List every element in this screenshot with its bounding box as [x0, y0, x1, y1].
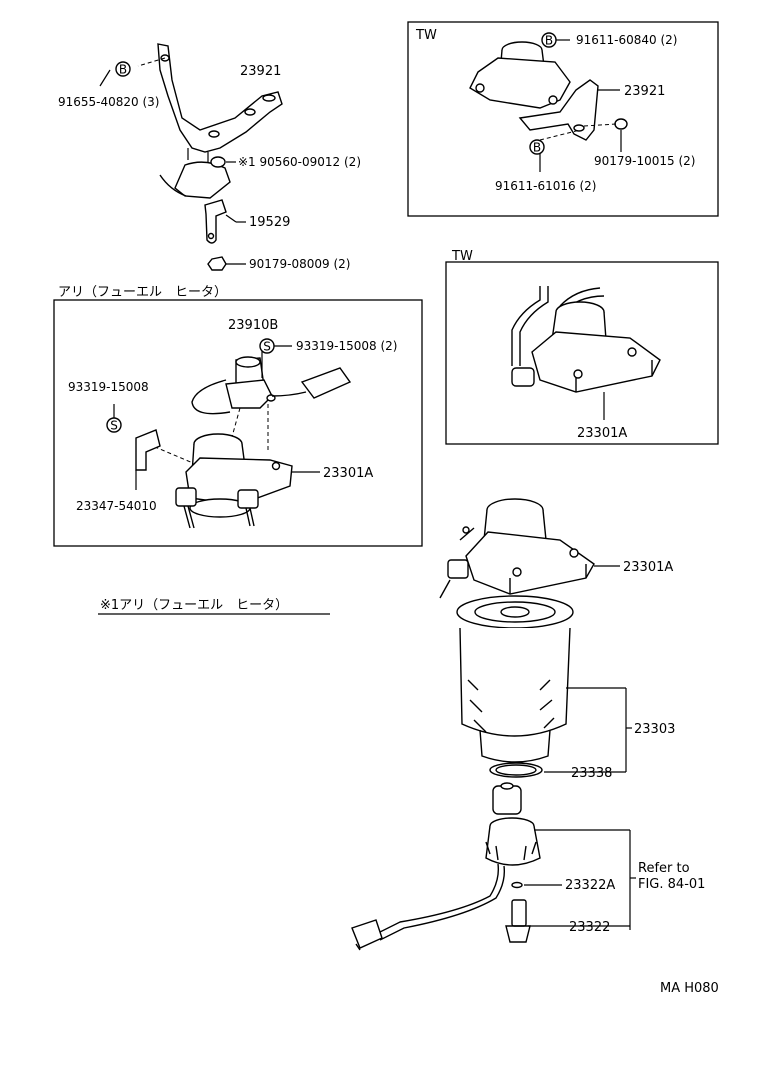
refer-fig-label: FIG. 84-01	[638, 877, 705, 892]
part-19529-label: 19529	[249, 215, 290, 230]
part-91655-label: 91655-40820 (3)	[58, 95, 160, 109]
heater-box: S S	[53, 299, 423, 547]
part-23303-label: 23303	[634, 722, 675, 737]
diagram-code-label: MA H080	[660, 981, 719, 996]
part-90179-10015-label: 90179-10015 (2)	[594, 154, 696, 168]
tw-box-1-label: TW	[415, 28, 437, 43]
part-93319-left-label: 93319-15008	[68, 380, 149, 394]
bolt-marker-tw-bottom: B	[533, 141, 541, 155]
part-91611-60840-label: 91611-60840 (2)	[576, 33, 678, 47]
part-90560-label: ※1 90560-09012 (2)	[238, 155, 361, 169]
part-23347-label: 23347-54010	[76, 499, 157, 513]
refer-to-label: Refer to	[638, 861, 690, 876]
tw-box-bracket: TW B B	[407, 21, 719, 217]
part-23322-label: 23322	[569, 920, 610, 935]
top-bracket-assembly	[137, 43, 283, 271]
screw-marker-left: S	[110, 419, 118, 433]
bolt-marker-tw-top: B	[545, 34, 553, 48]
main-filter-assembly	[351, 498, 595, 951]
part-23921-top-label: 23921	[240, 64, 281, 79]
screw-marker-right: S	[263, 340, 271, 354]
part-23301a-left-label: 23301A	[323, 466, 373, 481]
bolt-marker: B	[115, 61, 131, 77]
part-23322a-label: 23322A	[565, 878, 615, 893]
tw-box-filter-head: TW	[445, 249, 719, 445]
heater-box-heading: アリ（フューエル ヒータ）	[58, 285, 227, 300]
part-23301a-tw-label: 23301A	[577, 426, 627, 441]
part-23338-label: 23338	[571, 766, 612, 781]
note-1-heading: ※1アリ（フューエル ヒータ）	[100, 598, 288, 613]
svg-text:B: B	[119, 63, 127, 77]
part-93319-right-label: 93319-15008 (2)	[296, 339, 398, 353]
part-91611-61016-label: 91611-61016 (2)	[495, 179, 597, 193]
part-90179-08009-label: 90179-08009 (2)	[249, 257, 351, 271]
part-23921-tw-label: 23921	[624, 84, 665, 99]
tw-box-2-label: TW	[451, 249, 473, 264]
part-23910b-label: 23910B	[228, 318, 278, 333]
part-23301a-main-label: 23301A	[623, 560, 673, 575]
